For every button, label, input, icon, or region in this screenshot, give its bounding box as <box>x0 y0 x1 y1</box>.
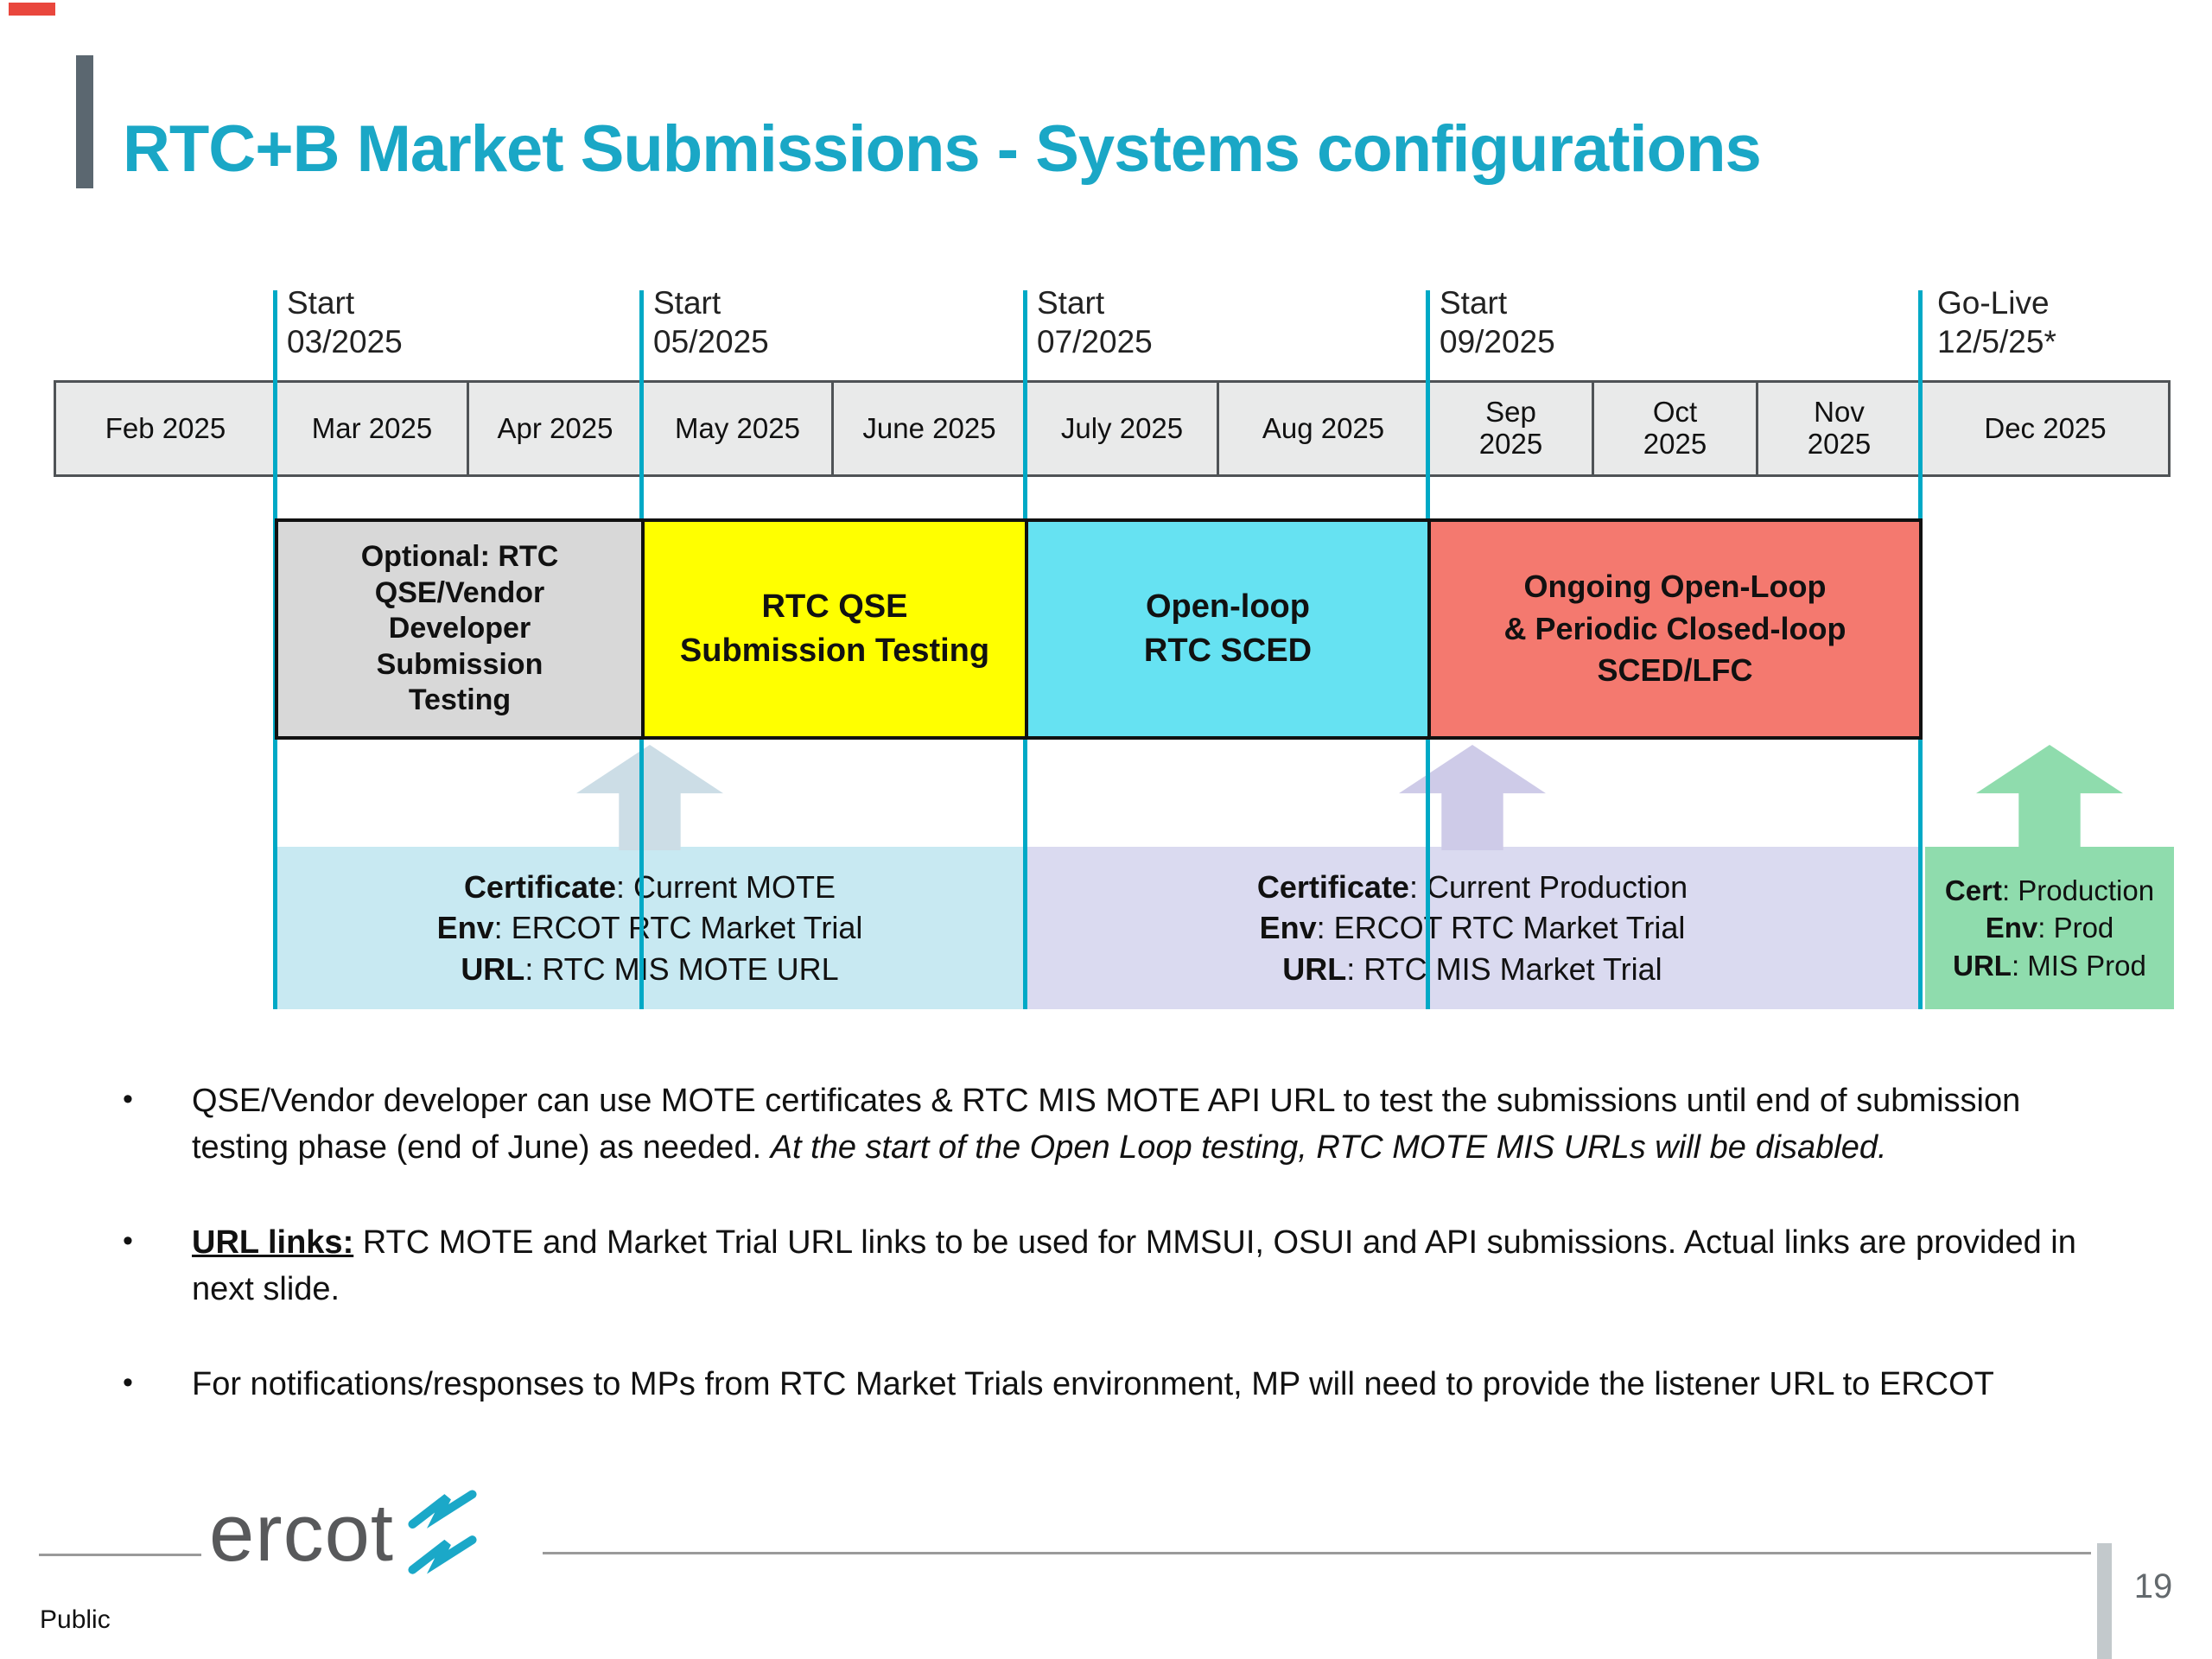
environment-line: Cert: Production <box>1945 872 2154 910</box>
bullet-list: QSE/Vendor developer can use MOTE certif… <box>121 1078 2117 1457</box>
env-value: : Production <box>2001 874 2155 906</box>
bullet-text: For notifications/responses to MPs from … <box>192 1365 1994 1402</box>
month-cell: June 2025 <box>831 380 1027 477</box>
bullet-text-italic: At the start of the Open Loop testing, R… <box>770 1128 1887 1166</box>
environment-box-prod: Cert: Production Env: Prod URL: MIS Prod <box>1925 847 2174 1009</box>
month-cell: Aug 2025 <box>1217 380 1430 477</box>
env-label: URL <box>1953 949 2012 982</box>
bullet-text-lead: URL links: <box>192 1224 354 1261</box>
env-label: URL <box>1282 950 1347 987</box>
month-cell: Feb 2025 <box>54 380 277 477</box>
bullet-item: QSE/Vendor developer can use MOTE certif… <box>121 1078 2117 1172</box>
phase-box-qse-submission-testing: RTC QSE Submission Testing <box>641 518 1028 740</box>
bullet-text: QSE/Vendor developer can use MOTE certif… <box>192 1083 2021 1166</box>
bullet-item: URL links: RTC MOTE and Market Trial URL… <box>121 1220 2117 1313</box>
title-accent-bar <box>76 55 93 188</box>
bullet-item: For notifications/responses to MPs from … <box>121 1362 2117 1408</box>
month-cell: July 2025 <box>1025 380 1219 477</box>
month-cell: Apr 2025 <box>467 380 644 477</box>
environment-line: Env: ERCOT RTC Market Trial <box>437 907 863 949</box>
up-arrow-market-trial-icon <box>1399 745 1546 850</box>
month-cell: May 2025 <box>641 380 834 477</box>
milestone-label: Start 03/2025 <box>287 285 403 360</box>
env-label: Certificate <box>1256 868 1409 905</box>
environment-line: Env: ERCOT RTC Market Trial <box>1260 907 1686 949</box>
phase-box-open-loop-rtc-sced: Open-loop RTC SCED <box>1025 518 1431 740</box>
environment-box-mote: Certificate: Current MOTE Env: ERCOT RTC… <box>275 847 1025 1009</box>
bullet-text: RTC MOTE and Market Trial URL links to b… <box>192 1224 2076 1307</box>
environment-line: URL: MIS Prod <box>1953 947 2146 985</box>
month-cell: Dec 2025 <box>1920 380 2171 477</box>
month-cell: Oct 2025 <box>1592 380 1758 477</box>
month-cell: Sep 2025 <box>1427 380 1594 477</box>
env-label: Certificate <box>463 868 616 905</box>
footer-rule-right <box>543 1552 2091 1554</box>
environment-line: Env: Prod <box>1986 909 2114 947</box>
environment-line: Certificate: Current MOTE <box>464 867 836 908</box>
ercot-logo-text: ercot <box>209 1487 394 1578</box>
environment-line: URL: RTC MIS MOTE URL <box>461 949 838 990</box>
environment-box-market-trial: Certificate: Current Production Env: ERC… <box>1025 847 1920 1009</box>
env-label: Cert <box>1944 874 2002 906</box>
milestone-label: Start 05/2025 <box>653 285 769 360</box>
env-value: : Current MOTE <box>616 868 836 905</box>
env-label: Env <box>1259 910 1317 946</box>
environment-line: Certificate: Current Production <box>1257 867 1688 908</box>
page-title: RTC+B Market Submissions - Systems confi… <box>123 111 1762 186</box>
phase-box-optional-developer-testing: Optional: RTC QSE/Vendor Developer Submi… <box>275 518 645 740</box>
env-value: : MIS Prod <box>2011 949 2146 982</box>
footer-rule-left <box>39 1554 201 1556</box>
env-value: : Current Production <box>1408 868 1688 905</box>
env-label: Env <box>1985 912 2038 944</box>
ercot-logo: ercot <box>209 1488 482 1577</box>
milestone-label: Start 09/2025 <box>1440 285 1555 360</box>
milestone-label: Go-Live 12/5/25* <box>1937 285 2056 360</box>
page-number-bar <box>2097 1543 2112 1659</box>
phase-box-ongoing-sced-lfc: Ongoing Open-Loop & Periodic Closed-loop… <box>1427 518 1923 740</box>
environment-line: URL: RTC MIS Market Trial <box>1282 949 1662 990</box>
up-arrow-prod-icon <box>1976 745 2123 850</box>
env-value: : RTC MIS MOTE URL <box>524 950 839 987</box>
ercot-bolt-icon <box>408 1490 477 1574</box>
corner-mark <box>9 3 55 16</box>
page-number: 19 <box>2133 1567 2173 1605</box>
milestone-label: Start 07/2025 <box>1037 285 1153 360</box>
env-label: Env <box>436 910 494 946</box>
month-cell: Mar 2025 <box>275 380 469 477</box>
env-value: : ERCOT RTC Market Trial <box>1316 910 1686 946</box>
env-label: URL <box>461 950 525 987</box>
env-value: : RTC MIS Market Trial <box>1346 950 1662 987</box>
up-arrow-mote-icon <box>576 745 723 850</box>
month-cell: Nov 2025 <box>1756 380 1923 477</box>
env-value: : Prod <box>2037 912 2114 944</box>
classification-label: Public <box>40 1605 111 1634</box>
env-value: : ERCOT RTC Market Trial <box>493 910 863 946</box>
